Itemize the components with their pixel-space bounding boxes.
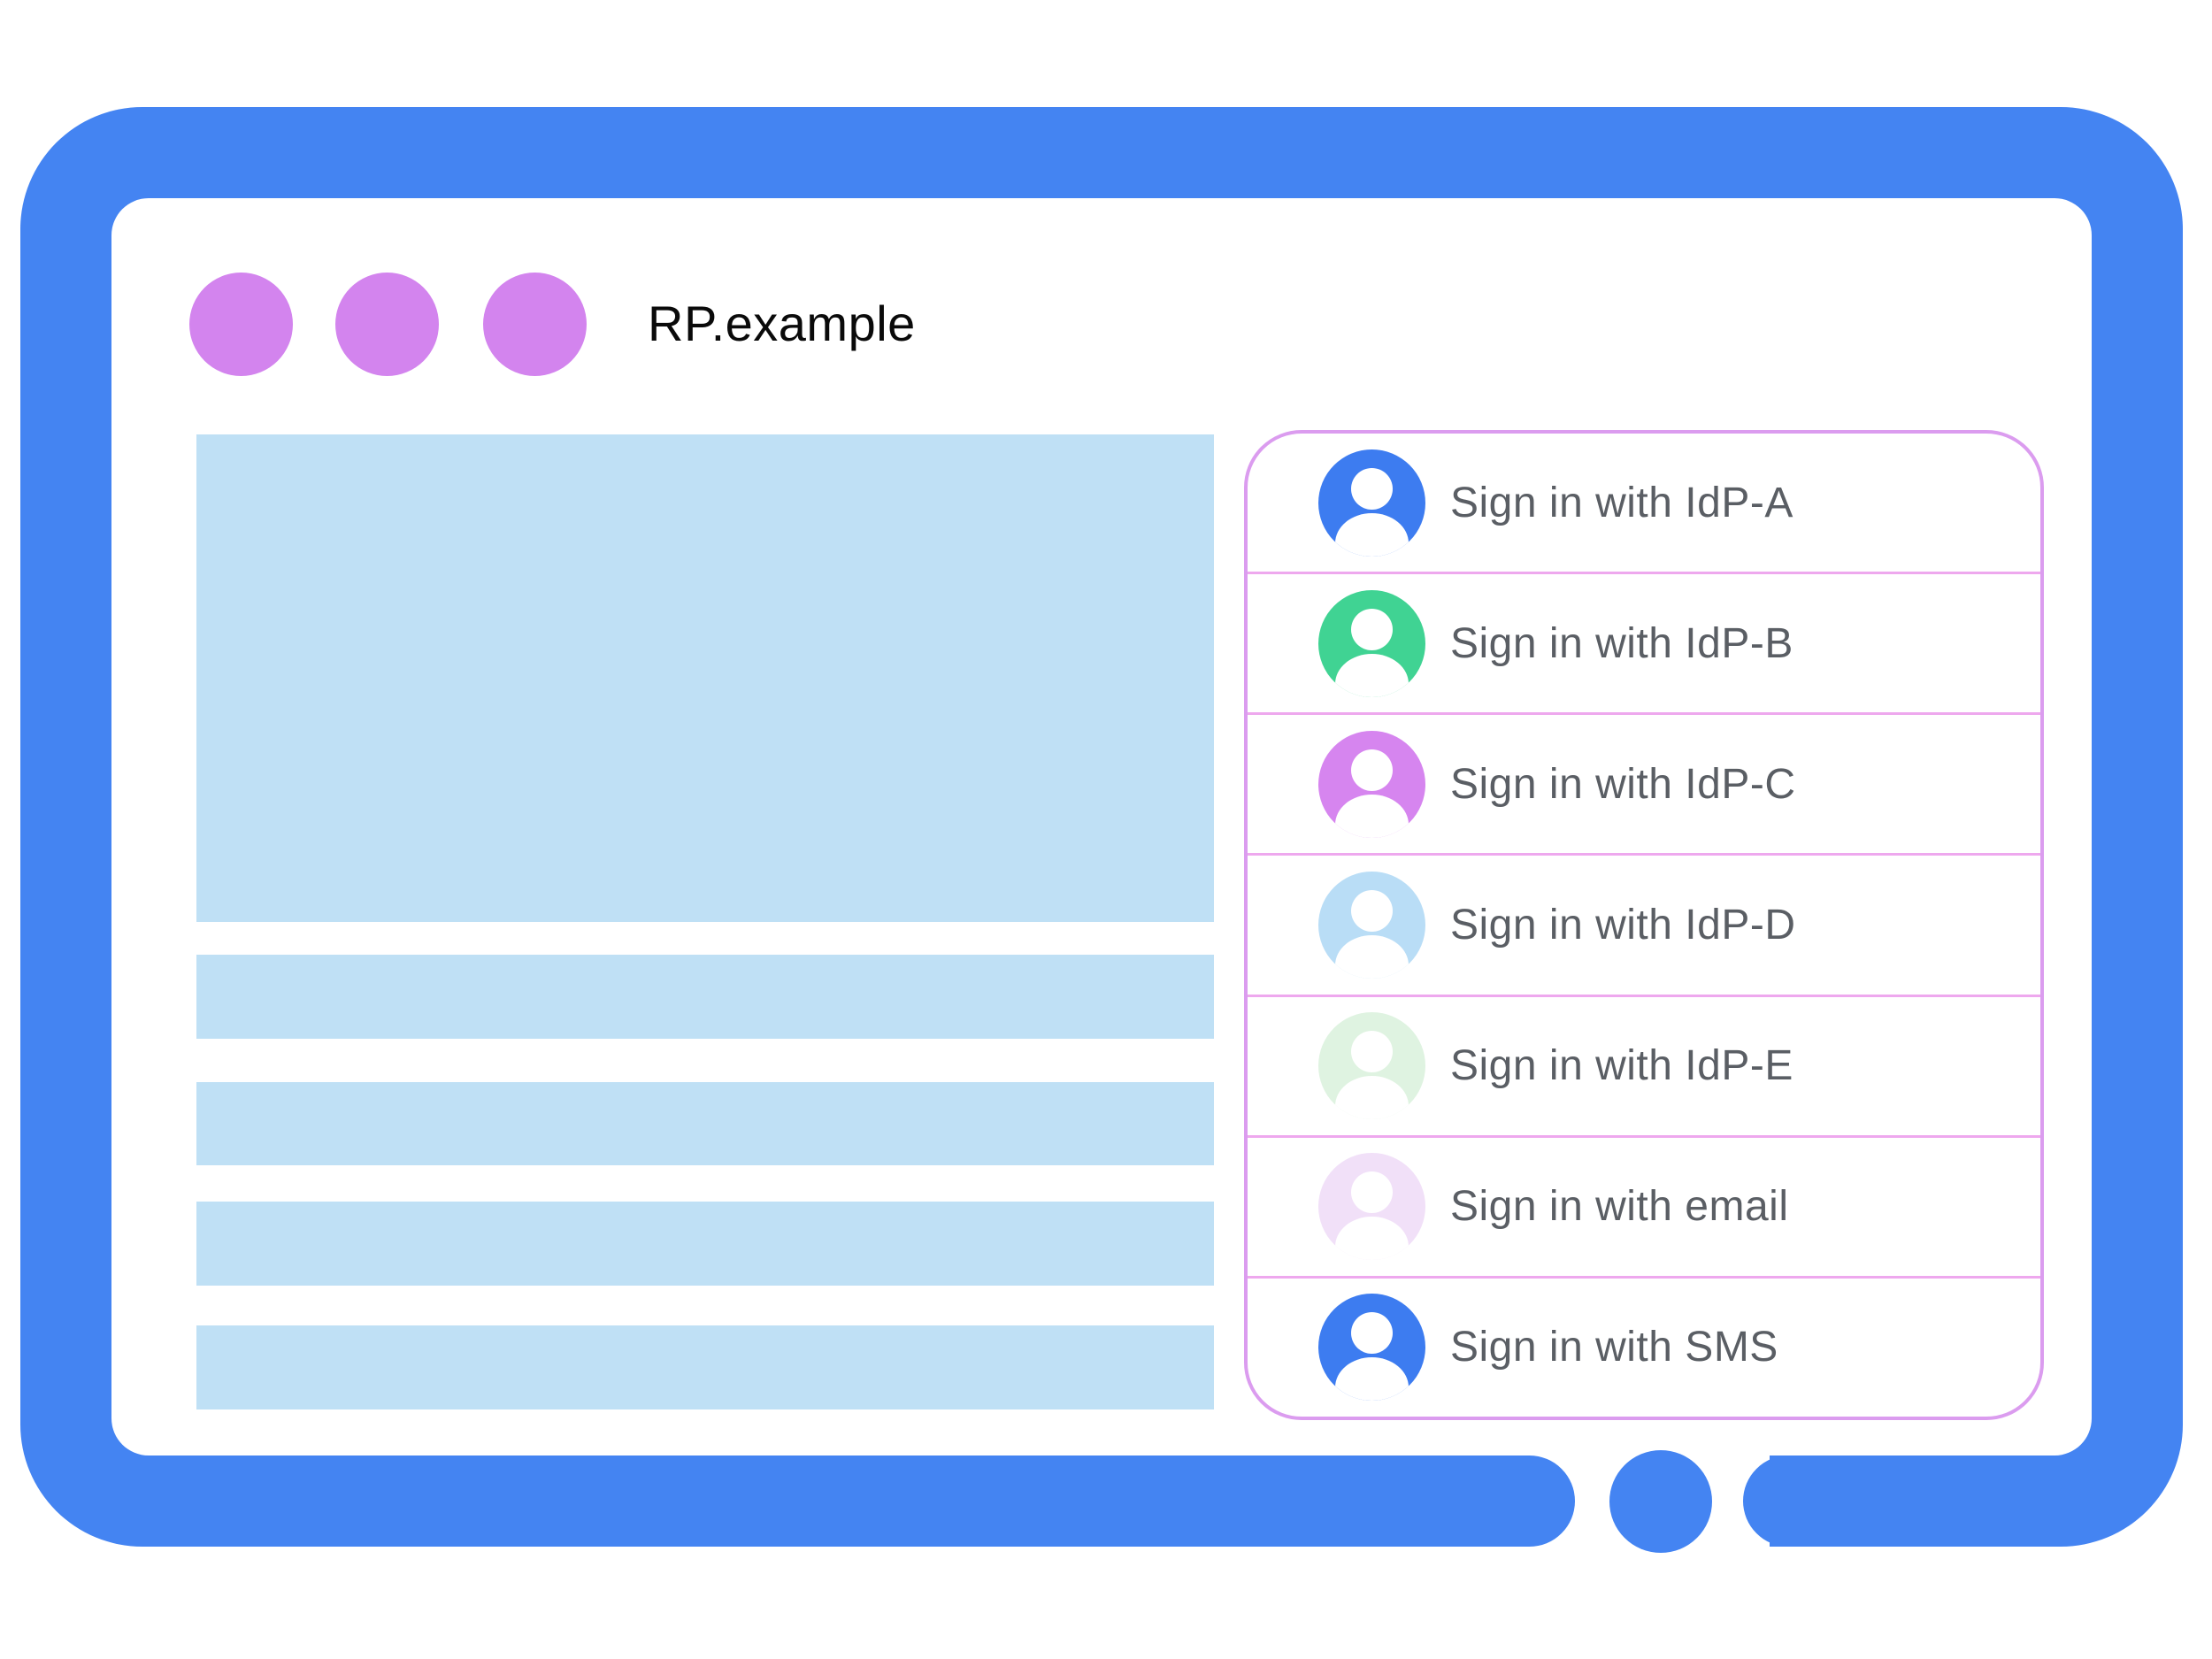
person-avatar-icon [1318, 589, 1425, 697]
signin-option-label: Sign in with IdP-C [1450, 760, 1796, 808]
page-title: RP.example [648, 296, 916, 351]
signin-option-row[interactable]: Sign in with email [1248, 1138, 2040, 1279]
person-avatar-icon [1318, 871, 1425, 979]
person-avatar-icon [1318, 1294, 1425, 1402]
signin-option-label: Sign in with SMS [1450, 1324, 1778, 1371]
person-avatar-icon [1318, 730, 1425, 838]
frame-bottom-bar-left [1371, 1455, 1575, 1547]
window-control-dot-icon[interactable] [335, 273, 439, 376]
signin-option-label: Sign in with IdP-B [1450, 619, 1793, 667]
signin-option-row[interactable]: Sign in with IdP-C [1248, 715, 2040, 856]
frame-bottom-bar-right [1743, 1455, 1947, 1547]
signin-panel: Sign in with IdP-A Sign in with IdP-B Si… [1244, 430, 2044, 1420]
signin-option-row[interactable]: Sign in with IdP-B [1248, 574, 2040, 716]
signin-option-label: Sign in with email [1450, 1183, 1789, 1231]
home-button[interactable] [1609, 1450, 1712, 1553]
signin-option-label: Sign in with IdP-A [1450, 479, 1793, 526]
person-avatar-icon [1318, 1153, 1425, 1261]
signin-option-row[interactable]: Sign in with IdP-E [1248, 997, 2040, 1138]
signin-option-label: Sign in with IdP-E [1450, 1042, 1793, 1090]
content-hero-placeholder [196, 434, 1214, 922]
window-control-dot-icon[interactable] [483, 273, 587, 376]
content-line-placeholder [196, 1202, 1214, 1286]
content-line-placeholder [196, 1082, 1214, 1165]
person-avatar-icon [1318, 449, 1425, 557]
signin-option-row[interactable]: Sign in with IdP-D [1248, 856, 2040, 997]
browser-frame: RP.example Sign in with IdP-A Sign in wi… [20, 107, 2183, 1553]
signin-option-row[interactable]: Sign in with IdP-A [1248, 434, 2040, 575]
signin-option-label: Sign in with IdP-D [1450, 901, 1796, 949]
content-line-placeholder [196, 1325, 1214, 1409]
signin-option-row[interactable]: Sign in with SMS [1248, 1279, 2040, 1417]
person-avatar-icon [1318, 1012, 1425, 1120]
content-line-placeholder [196, 955, 1214, 1039]
window-control-dot-icon[interactable] [189, 273, 293, 376]
browser-screen: RP.example Sign in with IdP-A Sign in wi… [111, 198, 2092, 1455]
